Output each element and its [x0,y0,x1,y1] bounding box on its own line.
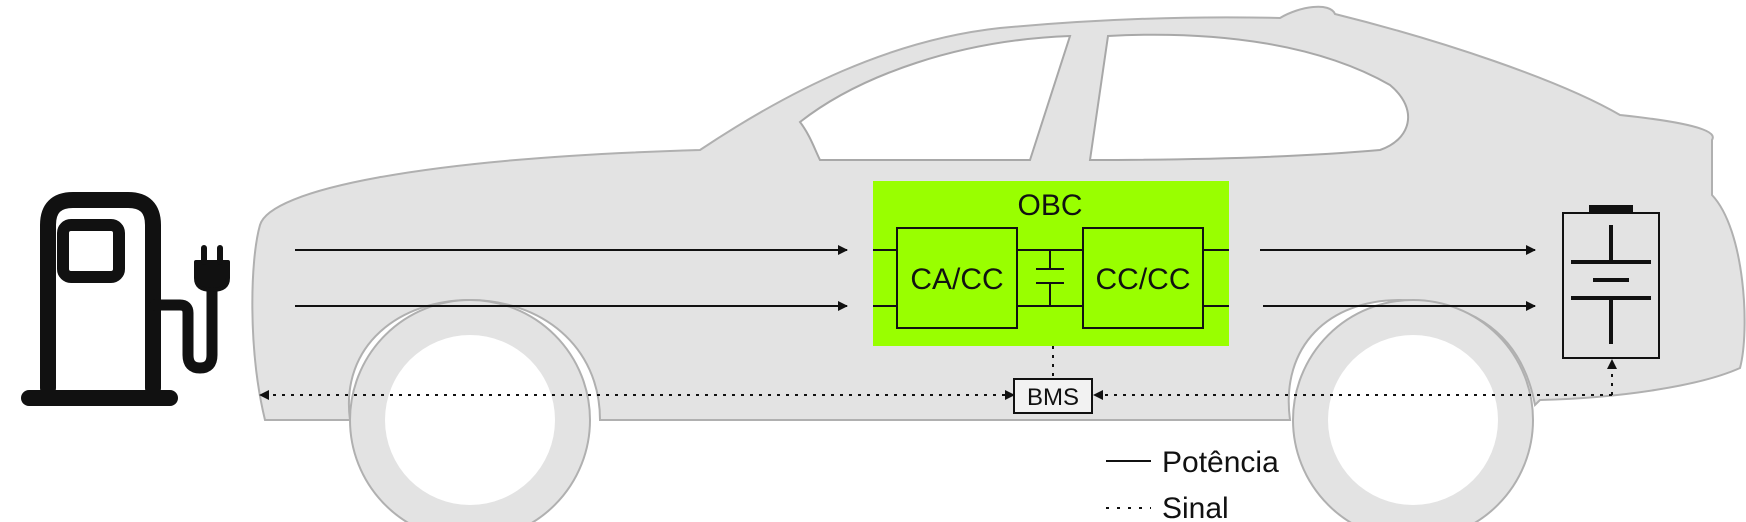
ca-cc-label: CA/CC [910,263,1003,296]
power-flow-arrows [295,245,1536,311]
bms-block: BMS [1013,378,1093,414]
obc-title: OBC [1017,189,1082,222]
obc-block: OBC CA/CC CC/CC [873,181,1229,346]
rear-window [1088,33,1409,162]
capacitor-icon [1017,249,1083,307]
legend-signal-label: Sinal [1162,492,1229,522]
ev-charging-station-icon [21,192,230,406]
cc-cc-converter: CC/CC [1082,227,1204,329]
legend: Potência Sinal [1106,446,1279,522]
bms-label: BMS [1027,384,1079,411]
obc-io-stubs [873,249,1229,307]
ca-cc-converter: CA/CC [896,227,1018,329]
signal-lines [259,346,1617,400]
cc-cc-label: CC/CC [1096,263,1191,296]
front-wheel [349,299,591,522]
battery-icon [1562,205,1660,359]
legend-power-label: Potência [1162,446,1279,479]
rear-wheel [1292,299,1534,522]
front-window [798,34,1072,161]
